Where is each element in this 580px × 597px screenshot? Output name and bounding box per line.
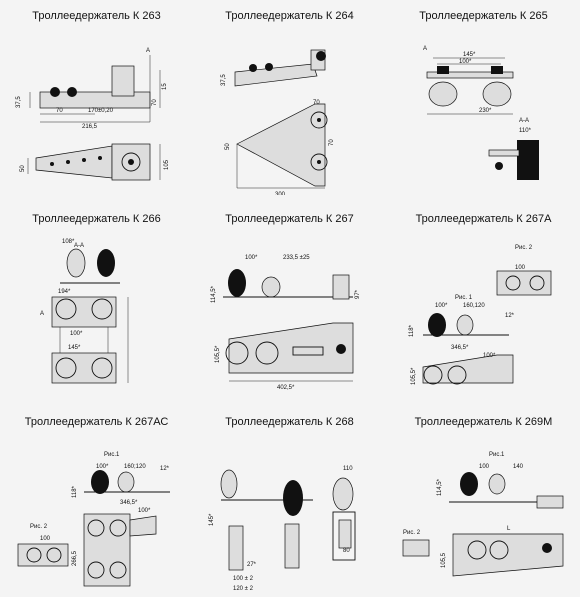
dim-label: 100* [483,353,496,359]
dim-label: Рис.1 [489,452,505,458]
dim-label: 105,5* [411,367,417,385]
dim-label: А-А [74,243,84,249]
dim-label: 70 [56,108,63,114]
item-title: Троллеедержатель К 267АС [24,416,169,428]
item-title: Троллеедержатель К 267 [225,213,354,225]
dim-label: 37,5 [16,96,22,108]
item-title: Троллеедержатель К 268 [225,416,354,428]
dim-label: 15 [162,83,168,90]
dim-label: 120 ± 2 [233,586,254,592]
dim-label: 194* [58,289,71,295]
dim-label: 346,5* [451,345,469,351]
dim-label: 100* [138,508,151,514]
dim-label: 300 [275,192,286,195]
dim-label: Рис. 1 [455,295,473,301]
dim-label: А-А [519,118,529,124]
item-k268: Троллеедержатель К 268 110 145* 27* 100 … [193,416,386,597]
dim-label: 70 [313,100,320,106]
item-title: Троллеедержатель К 265 [419,10,548,22]
dim-label: 145* [68,345,81,351]
dim-label: 100* [70,331,83,337]
item-k263: Троллеедержатель К 263 А 37, [0,10,193,195]
item-title: Троллеедержатель К 266 [32,213,161,225]
dim-label: 105,5 [441,552,447,568]
dim-label: Рис.1 [104,452,120,458]
dim-label: 118* [409,324,415,337]
item-k267a: Троллеедержатель К 267А Рис. 2 100 Рис. … [387,213,580,403]
dim-label: 37,5 [221,74,227,86]
dim-label: 12* [160,466,170,472]
dim-label: 402,5* [277,385,295,391]
dim-label: 100 [40,536,51,542]
item-title: Троллеедержатель К 264 [225,10,354,22]
dim-label: А [423,46,427,52]
dim-label: 110* [519,128,532,134]
dim-label: 266,5 [72,550,78,566]
dim-label: 12* [505,313,515,319]
dim-label: 50 [225,143,231,150]
dim-label: Рис. 2 [403,530,421,536]
item-title: Троллеедержатель К 269М [414,416,553,428]
dim-label: 230* [479,108,492,114]
drawing-k266: А-А 108* A 194* 100* 145* [40,239,129,384]
dim-label: 114,5* [437,478,443,496]
item-k265: Троллеедержатель К 265 А 145* 100* 230* … [387,10,580,195]
item-k267ac: Троллеедержатель К 267АС Рис.1 100* 160;… [0,416,193,597]
dim-label: 100 ± 2 [233,576,254,582]
dim-label: 160;120 [124,464,146,470]
dim-label: 346,5* [120,500,138,506]
drawing-k267: 100* 233,5 ±25 114,5* 97* 105,5* 402,5* [211,255,361,391]
dim-label: A [40,311,44,317]
drawing-k267ac: Рис.1 100* 160;120 12* 118* 346,5* 100* … [17,452,170,587]
dim-label: 145* [209,513,215,526]
dim-label: 105 [164,159,170,170]
dim-label: 80 [343,548,350,554]
dim-label: Рис. 2 [515,245,533,251]
dim-label: 145* [463,52,476,58]
dim-label: 140 [513,464,524,470]
drawing-k268: 110 145* 27* 100 ± 2 120 ± 2 80 [209,466,356,592]
dim-label: 100* [96,464,109,470]
dim-label: 70 [329,139,335,146]
drawing-k267a: Рис. 2 100 Рис. 1 100* 160,120 12* 118* … [409,245,552,385]
dim-label: 100* [459,59,472,65]
item-k266: Троллеедержатель К 266 А-А 108* A 194* 1… [0,213,193,403]
dim-label: А [146,48,150,54]
item-k267: Троллеедержатель К 267 100* 233,5 ±25 11… [193,213,386,403]
dim-label: 97* [355,289,361,299]
dim-label: 100* [435,303,448,309]
dim-label: 160,120 [463,303,485,309]
drawing-k263: А 37,5 15 70 70 170±0,20 216,5 50 105 [16,48,170,181]
dim-label: 100* [245,255,258,261]
dim-label: 216,5 [82,124,98,130]
drawing-k265: А 145* 100* 230* А-А 110* [423,46,539,180]
dim-label: 50 [20,165,26,172]
item-title: Троллеедержатель К 263 [32,10,161,22]
dim-label: 70 [152,99,158,106]
dim-label: Рис. 2 [30,524,48,530]
dim-label: 105,5* [215,345,221,363]
dim-label: 108* [62,239,75,245]
dim-label: 100 [479,464,490,470]
drawing-k264: 37,5 70 50 70 300 [221,49,335,195]
dim-label: 233,5 ±25 [283,255,310,261]
dim-label: 100 [515,265,526,271]
dim-label: 27* [247,562,257,568]
dim-label: 118* [72,485,78,498]
dim-label: 114,5* [211,285,217,303]
dim-label: L [507,526,511,532]
dim-label: 170±0,20 [88,108,114,114]
item-title: Троллеедержатель К 267А [415,213,552,225]
item-k264: Троллеедержатель К 264 37,5 70 50 70 300 [193,10,386,195]
dim-label: 110 [343,466,353,472]
item-k269m: Троллеедержатель К 269М Рис.1 100 140 11… [387,416,580,597]
drawing-k269m: Рис.1 100 140 114,5* L Рис. 2 105,5 [402,452,564,577]
